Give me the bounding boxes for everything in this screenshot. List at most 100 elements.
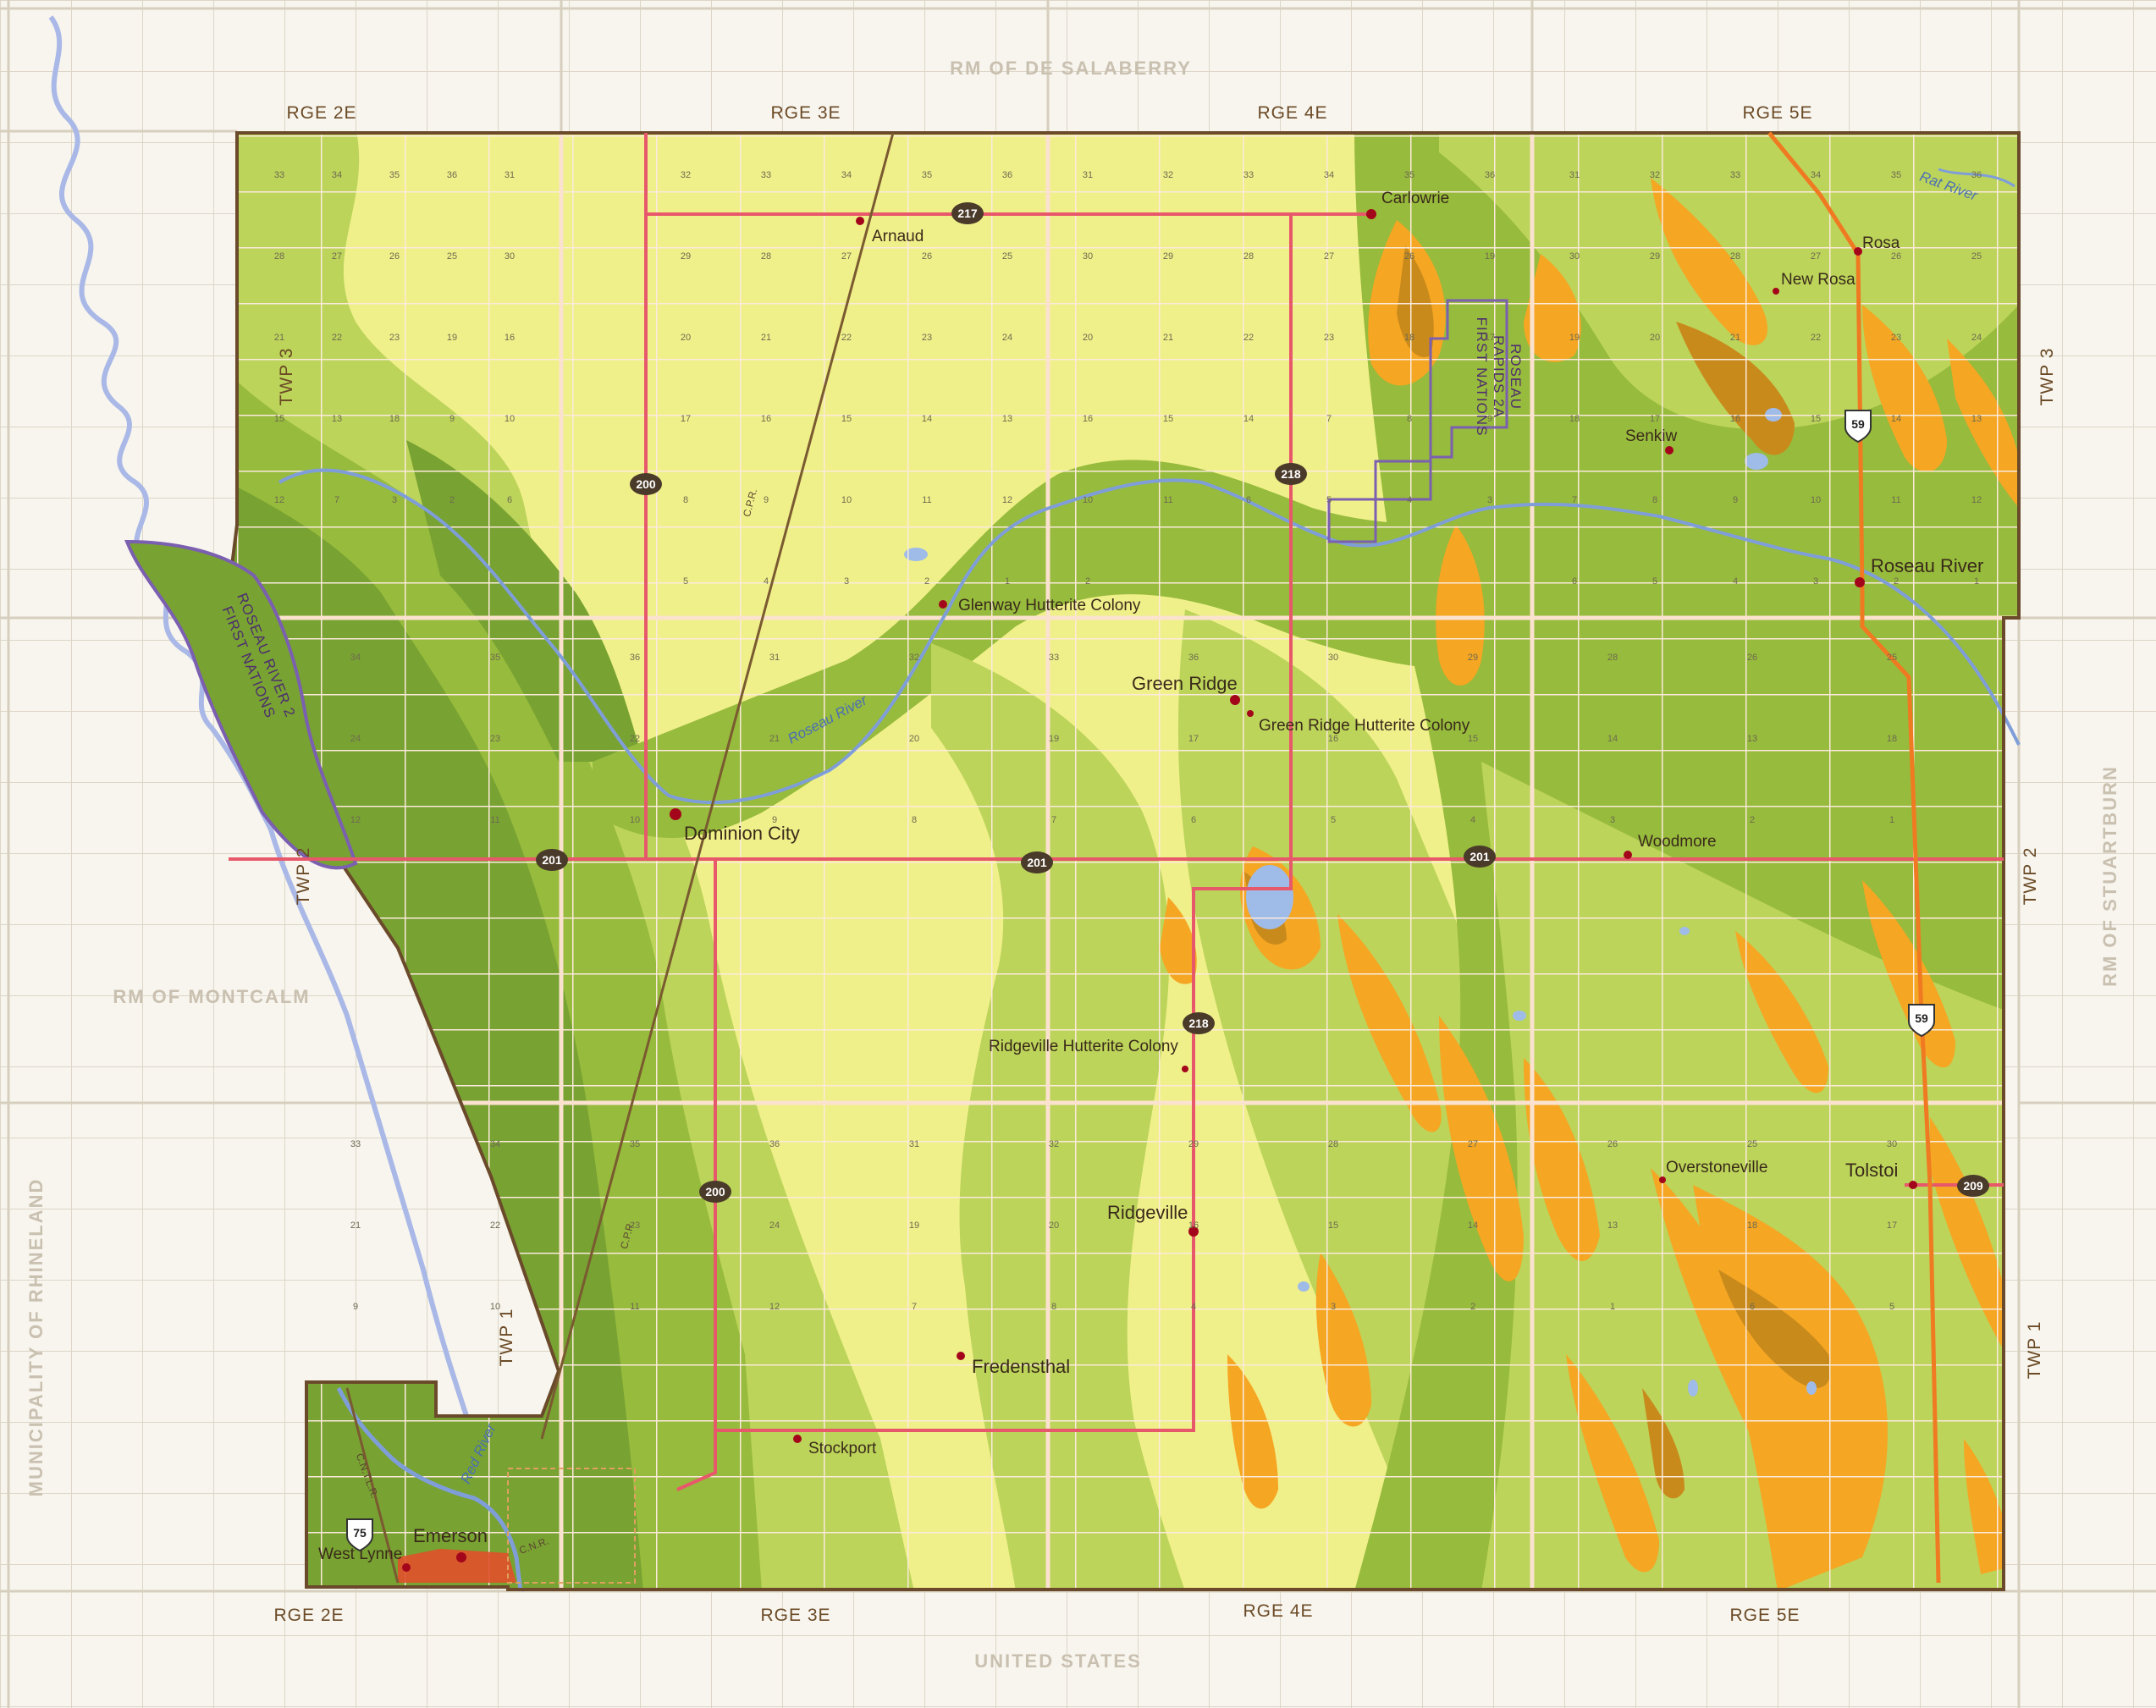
svg-text:59: 59 [1851, 417, 1865, 431]
section-number: 28 [761, 251, 771, 262]
section-number: 28 [1328, 1139, 1338, 1149]
section-number: 36 [1002, 170, 1012, 180]
svg-text:200: 200 [636, 477, 656, 491]
section-number: 13 [1971, 414, 1982, 424]
section-number: 2 [924, 576, 929, 587]
label-north-neighbour: RM OF DE SALABERRY [950, 58, 1192, 79]
section-number: 36 [447, 170, 457, 180]
section-number: 22 [841, 333, 852, 343]
section-number: 13 [1002, 414, 1012, 424]
section-number: 2 [1894, 576, 1899, 587]
label-twp-2-east: TWP 2 [2021, 847, 2040, 906]
section-number: 4 [764, 576, 769, 587]
section-number: 7 [912, 1302, 917, 1312]
major-roads [229, 133, 2004, 1491]
label-west-neighbour: RM OF MONTCALM [113, 986, 310, 1007]
section-number: 29 [1468, 653, 1478, 663]
section-number: 13 [1607, 1220, 1618, 1231]
section-number: 16 [1328, 734, 1338, 744]
section-number: 20 [681, 333, 691, 343]
section-number: 11 [630, 1302, 639, 1312]
svg-text:218: 218 [1281, 467, 1301, 481]
section-number: 23 [1324, 333, 1334, 343]
section-number: 29 [1650, 251, 1660, 262]
place-ridgeville: Ridgeville [1107, 1202, 1188, 1223]
section-number: 11 [922, 495, 931, 505]
section-number: 2 [1085, 576, 1090, 587]
section-number: 10 [505, 414, 515, 424]
section-number: 16 [1083, 414, 1093, 424]
section-number: 34 [332, 170, 342, 180]
place-markers [402, 209, 1917, 1572]
highway-shield-217: 217 [951, 202, 984, 224]
place-emerson: Emerson [413, 1525, 488, 1546]
section-number: 31 [769, 653, 780, 663]
section-number: 7 [1326, 414, 1332, 424]
rail-lines [345, 132, 895, 1584]
section-number: 3 [1813, 576, 1818, 587]
label-roseau-rapids-2a-first-nations: ROSEAU RAPIDS 2A FIRST NATIONS [1474, 317, 1524, 437]
section-number: 33 [274, 170, 284, 180]
section-number: 20 [1650, 333, 1660, 343]
section-number: 9 [1487, 414, 1492, 424]
place-new-rosa: New Rosa [1781, 271, 1855, 289]
section-number: 30 [505, 251, 515, 262]
label-rge-4e-top: RGE 4E [1257, 103, 1327, 123]
section-number: 14 [1243, 414, 1254, 424]
roseau-rapids-2a-first-nation-boundary [1327, 299, 1508, 543]
svg-text:218: 218 [1188, 1017, 1209, 1030]
section-number: 33 [1049, 653, 1059, 663]
section-number: 10 [630, 815, 640, 825]
red-river-emerson [336, 1386, 523, 1592]
section-number: 16 [1730, 414, 1740, 424]
section-number: 30 [1083, 251, 1093, 262]
highway-shield-218-north: 218 [1275, 463, 1307, 485]
place-fredensthal: Fredensthal [972, 1356, 1070, 1377]
section-number: 12 [1002, 495, 1012, 505]
section-number: 21 [1163, 333, 1173, 343]
section-number: 26 [1891, 251, 1901, 262]
section-number: 23 [389, 333, 400, 343]
section-number: 14 [1891, 414, 1901, 424]
place-woodmore: Woodmore [1638, 833, 1717, 851]
section-number: 4 [1733, 576, 1738, 587]
place-roseau-river: Roseau River [1871, 555, 1983, 576]
section-number: 26 [1747, 653, 1757, 663]
section-number: 12 [274, 495, 284, 505]
section-number: 11 [1163, 495, 1172, 505]
section-number: 28 [274, 251, 284, 262]
section-number: 26 [1404, 251, 1414, 262]
section-number: 8 [683, 495, 688, 505]
section-number: 6 [1572, 576, 1577, 587]
label-rge-2e-top: RGE 2E [286, 103, 356, 123]
place-arnaud: Arnaud [872, 228, 924, 245]
section-number: 23 [1891, 333, 1901, 343]
highway-shield-201-west: 201 [536, 849, 568, 871]
section-number: 32 [681, 170, 691, 180]
section-number: 7 [1572, 495, 1577, 505]
section-number: 21 [761, 333, 771, 343]
section-number: 17 [1650, 414, 1660, 424]
section-number: 25 [1002, 251, 1012, 262]
section-number: 24 [769, 1220, 780, 1231]
section-number: 14 [1468, 1220, 1478, 1231]
section-number: 16 [505, 333, 515, 343]
section-number: 2 [1470, 1302, 1475, 1312]
place-green-ridge: Green Ridge [1132, 673, 1238, 694]
section-number: 5 [1331, 815, 1336, 825]
section-number: 29 [1188, 1139, 1199, 1149]
place-stockport: Stockport [808, 1440, 877, 1457]
section-number: 34 [841, 170, 852, 180]
label-twp-1-west: TWP 1 [497, 1309, 516, 1367]
section-number: 35 [630, 1139, 640, 1149]
section-number: 5 [1889, 1302, 1894, 1312]
section-number: 20 [1083, 333, 1093, 343]
section-number: 34 [1324, 170, 1334, 180]
highway-59 [1767, 131, 1941, 1584]
section-number: 28 [1607, 653, 1618, 663]
place-tolstoi: Tolstoi [1845, 1160, 1898, 1181]
emerson-urban-area [398, 1549, 516, 1583]
section-number: 31 [1569, 170, 1580, 180]
section-number: 19 [1049, 734, 1059, 744]
